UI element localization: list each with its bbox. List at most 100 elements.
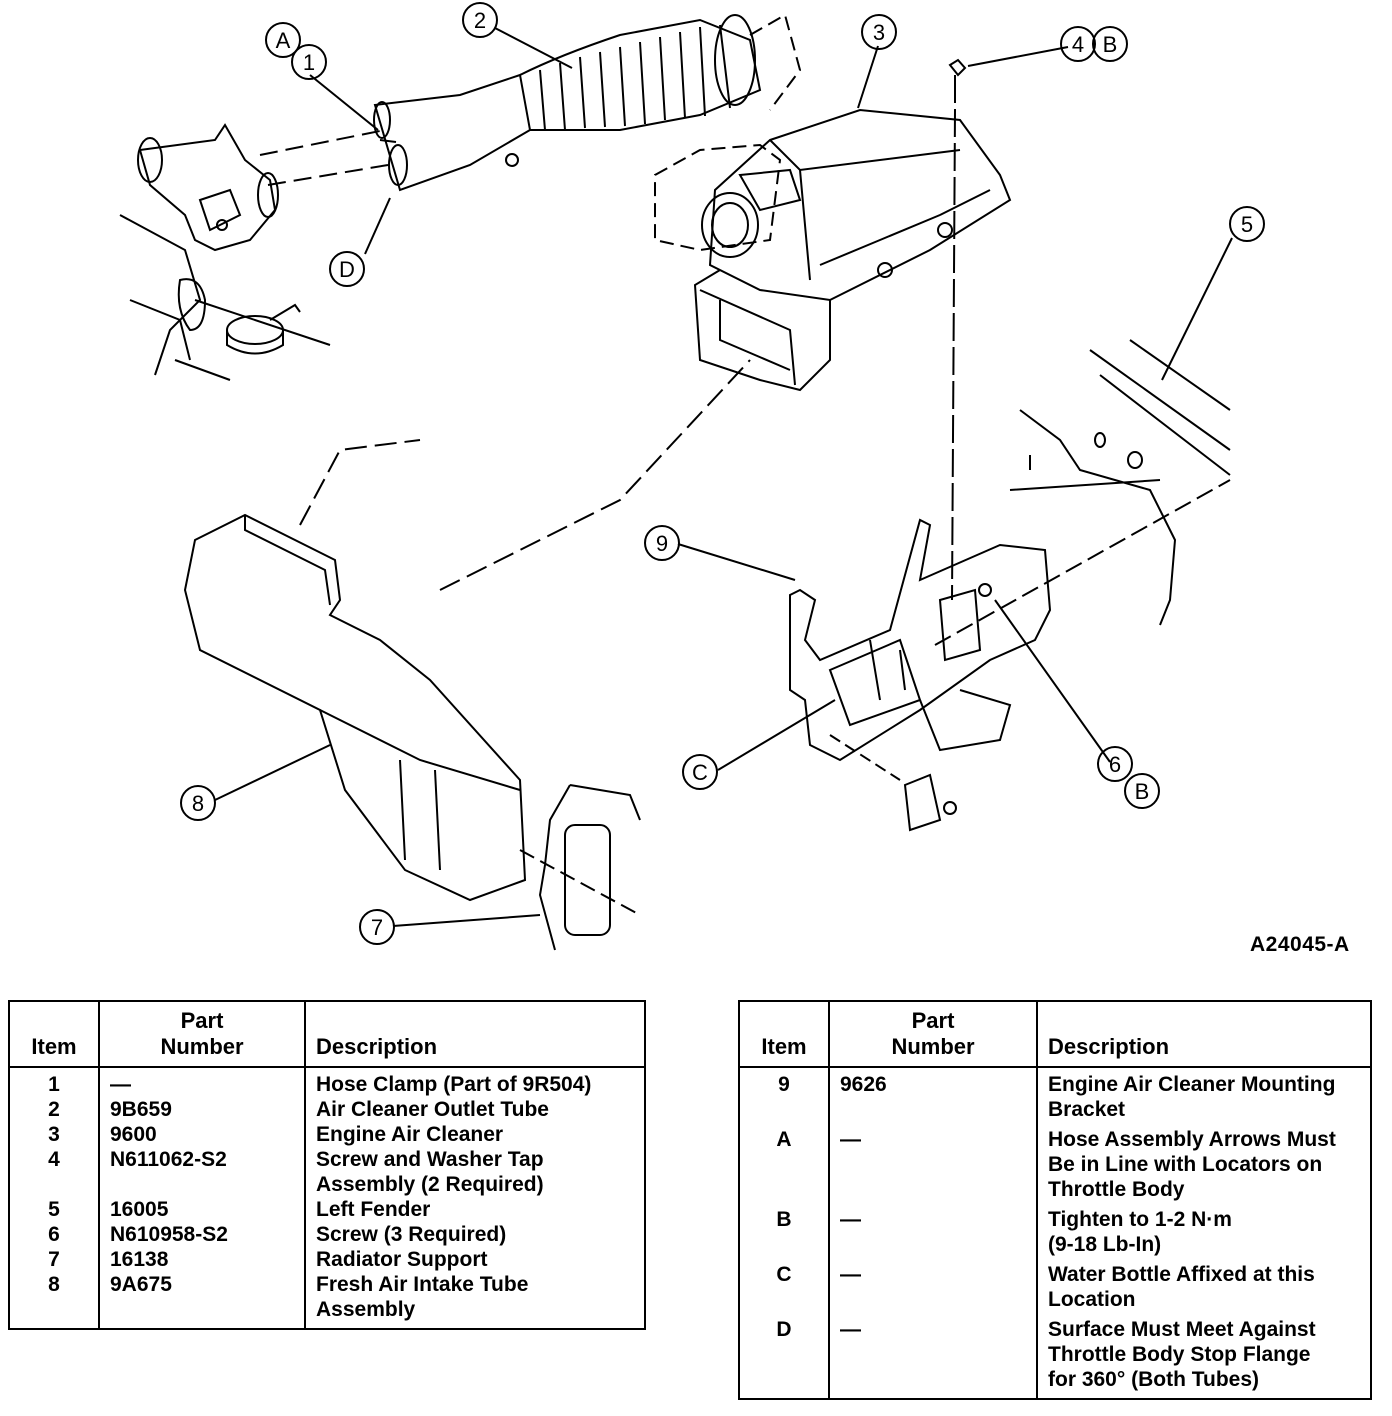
item-cell: 2	[8, 1097, 100, 1122]
callout-B-bottom	[1124, 773, 1160, 809]
svg-text:B: B	[1135, 779, 1150, 804]
part-number-cell: —	[98, 1067, 306, 1097]
header-item: Item	[8, 1000, 100, 1068]
description-cell: Air Cleaner Outlet Tube	[304, 1097, 646, 1122]
part-number-cell: 9B659	[98, 1097, 306, 1122]
item-cell: 9	[738, 1067, 830, 1122]
description-line: Surface Must Meet Against	[1048, 1318, 1316, 1341]
description-line: (9-18 Lb-In)	[1048, 1233, 1162, 1256]
part-number-cell: —	[828, 1257, 1038, 1312]
item-cell: C	[738, 1257, 830, 1312]
figure-id-label: A24045-A	[1250, 933, 1350, 956]
header-description: Description	[1036, 1000, 1372, 1068]
svg-text:4: 4	[1072, 32, 1084, 57]
callout-6	[1097, 746, 1133, 782]
svg-text:1: 1	[303, 50, 315, 75]
left-fender	[1009, 339, 1231, 626]
description-line: Screw (3 Required)	[316, 1223, 507, 1246]
description-cell: Radiator Support	[304, 1247, 646, 1272]
engine-air-cleaner	[654, 108, 1012, 392]
callout-A	[265, 22, 301, 58]
svg-text:A: A	[276, 28, 291, 53]
item-cell: 7	[8, 1247, 100, 1272]
item-cell: B	[738, 1202, 830, 1257]
callout-B-top	[1092, 26, 1128, 62]
description-line: Throttle Body Stop Flange	[1048, 1343, 1311, 1366]
exploded-view-diagram: A 1 2 3 4 B 5 D 9 C 6 B 8 7	[119, 2, 1265, 951]
callout-4	[1060, 26, 1096, 62]
callout-2	[462, 2, 498, 38]
leader-lines	[214, 27, 1233, 927]
description-cell: Hose Clamp (Part of 9R504)	[304, 1067, 646, 1097]
description-cell: Engine Air Cleaner	[304, 1122, 646, 1147]
callout-D	[329, 251, 365, 287]
item-cell: D	[738, 1312, 830, 1400]
item-cell: 8	[8, 1272, 100, 1330]
description-line: Water Bottle Affixed at this	[1048, 1263, 1315, 1286]
callout-5	[1229, 206, 1265, 242]
part-number-cell: 16005	[98, 1197, 306, 1222]
description-line: Fresh Air Intake Tube	[316, 1273, 529, 1296]
description-line: Engine Air Cleaner	[316, 1123, 504, 1146]
description-line: Bracket	[1048, 1098, 1126, 1121]
description-cell: Tighten to 1-2 N·m(9-18 Lb-In)	[1036, 1202, 1372, 1257]
header-description: Description	[304, 1000, 646, 1068]
callout-bubbles	[180, 2, 1265, 945]
svg-text:9: 9	[656, 531, 668, 556]
description-line: Hose Clamp (Part of 9R504)	[316, 1073, 592, 1096]
part-number-cell: 9A675	[98, 1272, 306, 1330]
description-cell: Screw (3 Required)	[304, 1222, 646, 1247]
part-number-cell: —	[828, 1202, 1038, 1257]
description-line: Tighten to 1-2 N·m	[1048, 1208, 1232, 1231]
mounting-bracket	[789, 479, 1231, 832]
part-number-cell: —	[828, 1312, 1038, 1400]
svg-text:C: C	[692, 760, 708, 785]
item-cell: 5	[8, 1197, 100, 1222]
screw-and-washer	[948, 58, 967, 601]
part-number-cell: 16138	[98, 1247, 306, 1272]
description-line: Assembly (2 Required)	[316, 1173, 544, 1196]
callout-1	[291, 44, 327, 80]
fresh-air-intake-tube	[183, 359, 751, 902]
svg-text:D: D	[339, 257, 355, 282]
part-number-cell: —	[828, 1122, 1038, 1202]
item-cell: 1	[8, 1067, 100, 1097]
part-number-cell: N610958-S2	[98, 1222, 306, 1247]
callout-9	[644, 525, 680, 561]
description-cell: Left Fender	[304, 1197, 646, 1222]
table-row: B—Tighten to 1-2 N·m(9-18 Lb-In)	[738, 1202, 1372, 1257]
item-cell: 6	[8, 1222, 100, 1247]
description-line: Air Cleaner Outlet Tube	[316, 1098, 549, 1121]
part-number-cell: 9626	[828, 1067, 1038, 1122]
svg-text:B: B	[1103, 32, 1118, 57]
callout-8	[180, 785, 216, 821]
description-line: Left Fender	[316, 1198, 431, 1221]
item-cell: 4	[8, 1147, 100, 1197]
description-line: Location	[1048, 1288, 1136, 1311]
svg-text:7: 7	[371, 915, 383, 940]
description-line: Be in Line with Locators on	[1048, 1153, 1323, 1176]
description-line: Radiator Support	[316, 1248, 488, 1271]
radiator-support	[519, 784, 641, 951]
throttle-body	[119, 123, 331, 381]
svg-text:6: 6	[1109, 752, 1121, 777]
svg-text:5: 5	[1241, 212, 1253, 237]
description-line: Engine Air Cleaner Mounting	[1048, 1073, 1336, 1096]
